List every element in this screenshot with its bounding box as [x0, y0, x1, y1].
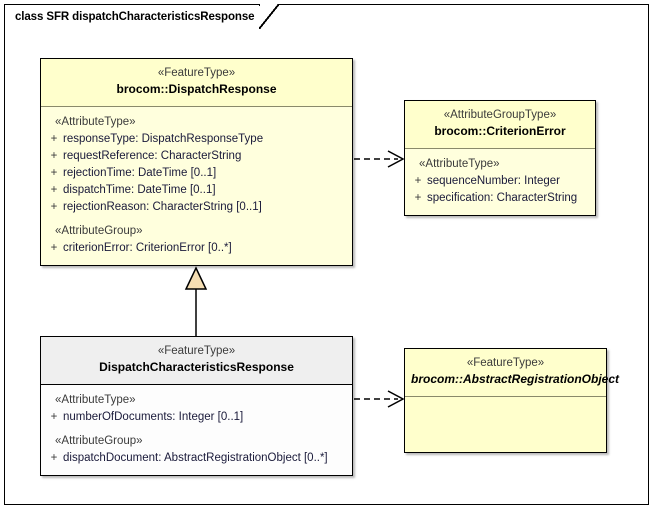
attribute-row[interactable]: + numberOfDocuments: Integer [0..1] — [45, 409, 348, 426]
class-box-dispatch-response[interactable]: «FeatureType» brocom::DispatchResponse «… — [40, 58, 353, 266]
class-body-dispatch-response: «AttributeType» + responseType: Dispatch… — [41, 107, 352, 265]
class-name: brocom::AbstractRegistrationObject — [411, 372, 620, 386]
class-header-criterion-error: «AttributeGroupType» brocom::CriterionEr… — [405, 101, 595, 149]
class-body-dispatch-characteristics-response: «AttributeType» + numberOfDocuments: Int… — [41, 385, 352, 475]
class-name: brocom::DispatchResponse — [116, 82, 277, 96]
class-box-criterion-error[interactable]: «AttributeGroupType» brocom::CriterionEr… — [404, 100, 596, 216]
visibility-marker: + — [414, 192, 422, 204]
attribute-row[interactable]: + rejectionTime: DateTime [0..1] — [45, 165, 348, 182]
class-body-criterion-error: «AttributeType» + sequenceNumber: Intege… — [405, 149, 595, 215]
attribute-row[interactable]: + responseType: DispatchResponseType — [45, 131, 348, 148]
diagram-title-tab: class SFR dispatchCharacteristicsRespons… — [4, 4, 280, 29]
class-stereotype: «AttributeGroupType» — [443, 109, 557, 121]
attribute-text: criterionError: CriterionError [0..*] — [63, 242, 232, 254]
attribute-row[interactable]: + dispatchDocument: AbstractRegistration… — [45, 450, 348, 467]
class-stereotype: «FeatureType» — [466, 357, 545, 369]
class-box-dispatch-characteristics-response[interactable]: «FeatureType» DispatchCharacteristicsRes… — [40, 336, 353, 476]
diagram-title-tab-slant — [259, 4, 280, 29]
attribute-text: rejectionReason: CharacterString [0..1] — [63, 201, 262, 213]
attribute-group-label: «AttributeGroup» — [55, 225, 143, 237]
class-header-abstract-registration-object: «FeatureType» brocom::AbstractRegistrati… — [405, 349, 620, 397]
attribute-text: requestReference: CharacterString — [63, 150, 242, 162]
attribute-text: numberOfDocuments: Integer [0..1] — [63, 411, 244, 423]
class-name: brocom::CriterionError — [434, 124, 566, 138]
attribute-row[interactable]: + rejectionReason: CharacterString [0..1… — [45, 199, 348, 216]
visibility-marker: + — [50, 167, 58, 179]
visibility-marker: + — [50, 133, 58, 145]
visibility-marker: + — [50, 411, 58, 423]
class-header-dispatch-response: «FeatureType» brocom::DispatchResponse — [41, 59, 352, 107]
visibility-marker: + — [50, 150, 58, 162]
attribute-group-label: «AttributeType» — [55, 394, 136, 406]
class-header-dispatch-characteristics-response: «FeatureType» DispatchCharacteristicsRes… — [41, 337, 352, 385]
visibility-marker: + — [414, 175, 422, 187]
visibility-marker: + — [50, 452, 58, 464]
class-box-abstract-registration-object[interactable]: «FeatureType» brocom::AbstractRegistrati… — [404, 348, 620, 453]
attribute-text: specification: CharacterString — [427, 192, 578, 204]
attribute-row[interactable]: + criterionError: CriterionError [0..*] — [45, 240, 348, 257]
attribute-row[interactable]: + specification: CharacterString — [409, 190, 591, 207]
attribute-row[interactable]: + dispatchTime: DateTime [0..1] — [45, 182, 348, 199]
attribute-row[interactable]: + sequenceNumber: Integer — [409, 173, 591, 190]
visibility-marker: + — [50, 201, 58, 213]
attribute-group-label: «AttributeGroup» — [55, 435, 143, 447]
visibility-marker: + — [50, 184, 58, 196]
class-stereotype: «FeatureType» — [157, 345, 236, 357]
attribute-text: sequenceNumber: Integer — [427, 175, 560, 187]
attribute-group-label: «AttributeType» — [55, 116, 136, 128]
class-stereotype: «FeatureType» — [157, 67, 236, 79]
diagram-title-label: class SFR dispatchCharacteristicsRespons… — [15, 11, 255, 23]
attribute-text: dispatchDocument: AbstractRegistrationOb… — [63, 452, 328, 464]
visibility-marker: + — [50, 242, 58, 254]
attribute-text: rejectionTime: DateTime [0..1] — [63, 167, 217, 179]
attribute-group-label: «AttributeType» — [419, 158, 500, 170]
attribute-row[interactable]: + requestReference: CharacterString — [45, 148, 348, 165]
attribute-text: dispatchTime: DateTime [0..1] — [63, 184, 216, 196]
class-name: DispatchCharacteristicsResponse — [99, 360, 294, 374]
attribute-text: responseType: DispatchResponseType — [63, 133, 264, 145]
diagram-title-tab-body: class SFR dispatchCharacteristicsRespons… — [4, 4, 260, 29]
